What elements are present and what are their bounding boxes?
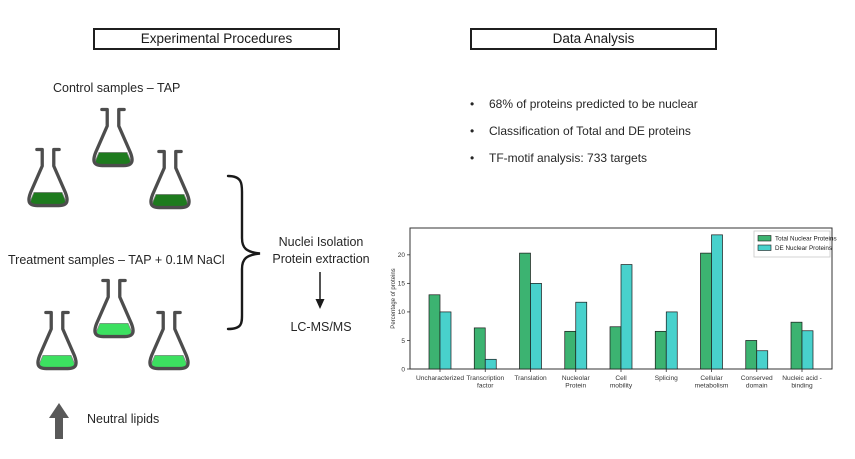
y-tick-label: 15 bbox=[398, 281, 406, 288]
y-tick-label: 5 bbox=[401, 338, 405, 345]
chart-bar bbox=[711, 234, 723, 370]
flask-icon bbox=[148, 310, 190, 371]
bullet-item: • Classification of Total and DE protein… bbox=[470, 123, 770, 139]
bullet-dot-icon: • bbox=[470, 124, 475, 138]
x-tick-label: Transcription bbox=[466, 375, 504, 382]
nuclei-isolation-step: Nuclei Isolation Protein extraction bbox=[246, 234, 396, 268]
chart-bar bbox=[519, 252, 531, 370]
nuclei-isolation-line: Nuclei Isolation bbox=[278, 235, 364, 249]
experimental-procedures-title: Experimental Procedures bbox=[93, 28, 340, 50]
bullet-dot-icon: • bbox=[470, 151, 475, 165]
x-tick-label: Conserved bbox=[741, 375, 773, 382]
y-tick-label: 20 bbox=[398, 252, 406, 259]
legend-swatch bbox=[757, 244, 772, 251]
x-tick-label: Cellular bbox=[700, 375, 723, 382]
flask-icon bbox=[149, 149, 191, 210]
up-block-arrow-icon bbox=[49, 403, 69, 439]
control-samples-label: Control samples – TAP bbox=[53, 81, 181, 95]
chart-bar bbox=[790, 321, 803, 370]
chart-bar bbox=[484, 358, 497, 370]
legend-swatch bbox=[757, 235, 772, 242]
x-tick-label: Protein bbox=[565, 383, 586, 390]
neutral-lipids-label: Neutral lipids bbox=[87, 412, 160, 426]
x-tick-label: binding bbox=[791, 383, 813, 390]
x-tick-label: metabolism bbox=[695, 383, 729, 390]
chart-bar bbox=[575, 301, 588, 370]
x-tick-label: Cell bbox=[615, 375, 627, 382]
chart-bar bbox=[756, 350, 769, 370]
chart-bar bbox=[428, 294, 441, 370]
x-tick-label: Translation bbox=[514, 375, 547, 382]
x-tick-label: Uncharacterized bbox=[416, 375, 464, 382]
x-tick-label: Splicing bbox=[655, 375, 678, 382]
chart-bar bbox=[473, 327, 486, 370]
data-analysis-bullets: • 68% of proteins predicted to be nuclea… bbox=[470, 96, 770, 177]
bullet-text: 68% of proteins predicted to be nuclear bbox=[489, 97, 698, 111]
flask-icon bbox=[93, 278, 135, 339]
chart-bar bbox=[654, 330, 667, 370]
x-tick-label: factor bbox=[477, 383, 494, 390]
chart-bar bbox=[801, 330, 814, 370]
chart-bar bbox=[665, 311, 678, 370]
bullet-text: Classification of Total and DE proteins bbox=[489, 124, 691, 138]
data-analysis-title: Data Analysis bbox=[470, 28, 717, 50]
curly-brace bbox=[226, 174, 261, 331]
chart-bar bbox=[700, 252, 712, 370]
protein-extraction-line: Protein extraction bbox=[272, 252, 370, 266]
chart-bar bbox=[564, 330, 577, 370]
y-tick-label: 0 bbox=[401, 366, 405, 373]
flask-icon bbox=[27, 147, 69, 208]
x-tick-label: Nucleolar bbox=[562, 375, 591, 382]
flask-icon bbox=[36, 310, 78, 371]
x-tick-label: domain bbox=[746, 383, 768, 390]
chart-bar bbox=[745, 340, 758, 370]
bullet-text: TF-motif analysis: 733 targets bbox=[489, 151, 648, 165]
data-analysis-title-text: Data Analysis bbox=[552, 31, 635, 46]
bullet-dot-icon: • bbox=[470, 97, 475, 111]
chart-bar bbox=[609, 326, 622, 370]
legend-label: Total Nuclear Proteins bbox=[775, 236, 837, 243]
flask-icon bbox=[92, 107, 134, 168]
treatment-samples-label: Treatment samples – TAP + 0.1M NaCl bbox=[8, 253, 225, 267]
y-tick-label: 10 bbox=[398, 309, 406, 316]
x-tick-label: mobility bbox=[610, 383, 633, 390]
bullet-item: • 68% of proteins predicted to be nuclea… bbox=[470, 96, 770, 112]
bullet-item: • TF-motif analysis: 733 targets bbox=[470, 150, 770, 166]
chart-bar bbox=[530, 283, 542, 370]
x-tick-label: Nucleic acid - bbox=[782, 375, 822, 382]
legend-label: DE Nuclear Proteins bbox=[775, 245, 832, 252]
chart-bar bbox=[620, 264, 633, 370]
chart-bar bbox=[439, 311, 452, 370]
arrow-down-icon bbox=[315, 272, 325, 309]
lcms-label: LC-MS/MS bbox=[290, 320, 352, 334]
experimental-procedures-title-text: Experimental Procedures bbox=[140, 31, 293, 46]
y-axis-label: Percentage of proteins bbox=[391, 268, 397, 328]
